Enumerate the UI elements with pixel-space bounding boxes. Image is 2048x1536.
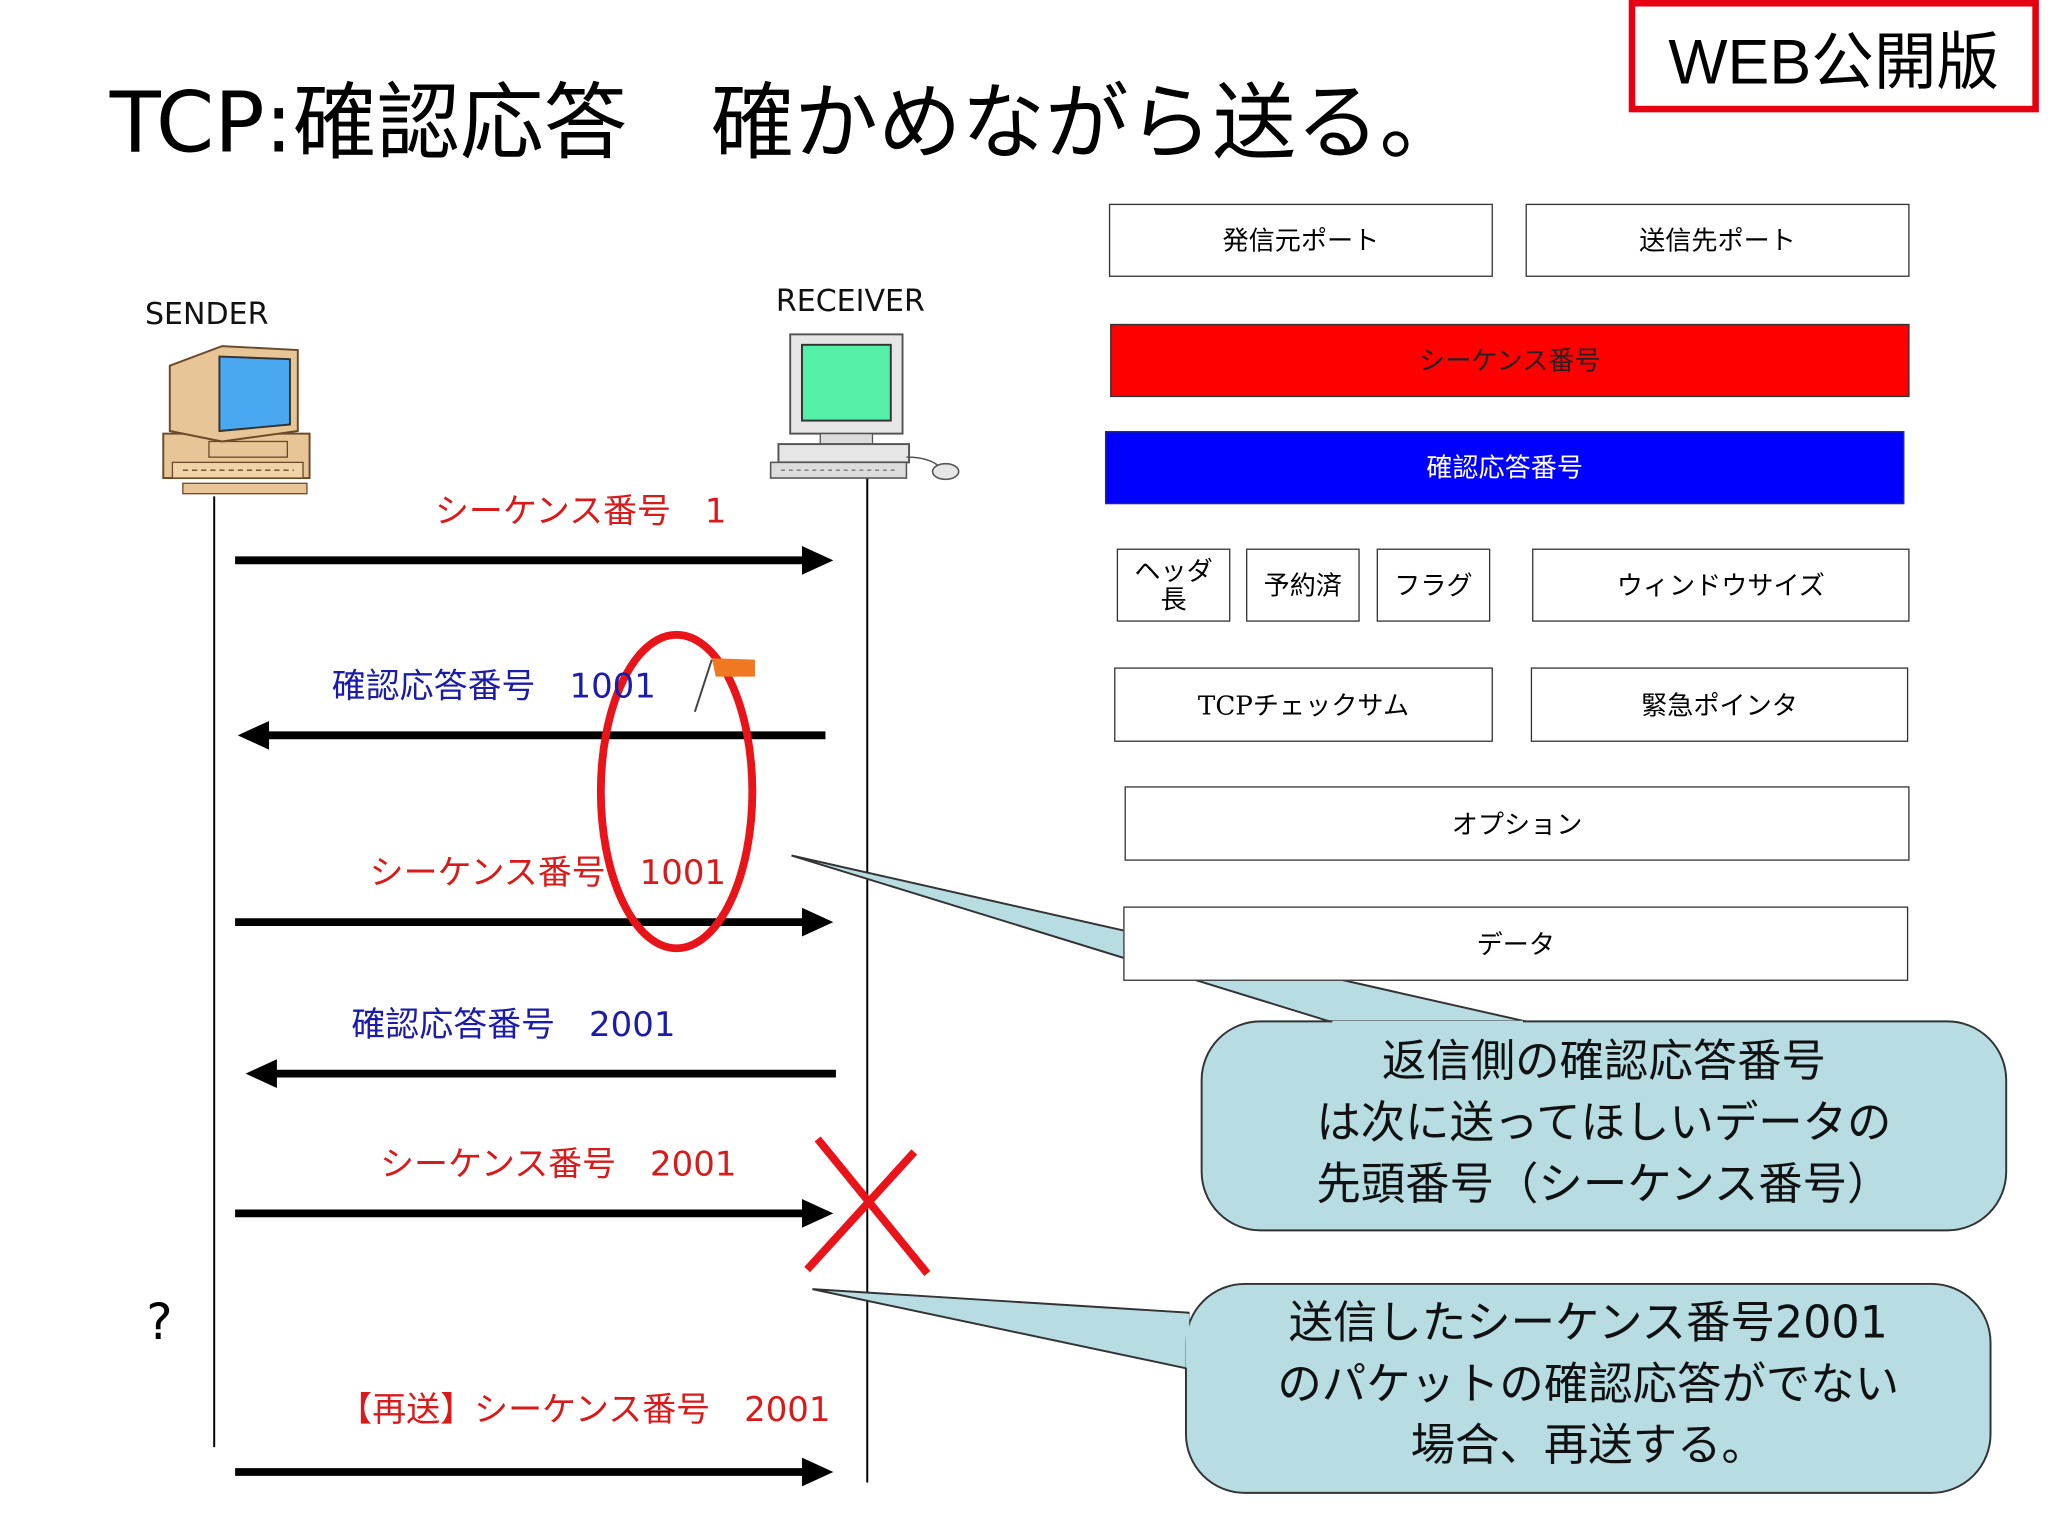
field-ack-number: 確認応答番号 [1104,431,1905,505]
web-version-badge: WEB公開版 [1628,0,2039,113]
message-arrow [235,545,834,575]
message-label: シーケンス番号 1001 [369,854,727,894]
field-destination-port: 送信先ポート [1525,203,1910,277]
field-source-port: 発信元ポート [1108,203,1493,277]
callout-ack-text: 返信側の確認応答番号 は次に送ってほしいデータの 先頭番号（シーケンス番号） [1316,1035,1892,1211]
field-sequence-number: シーケンス番号 [1110,323,1910,398]
field-checksum: TCPチェックサム [1114,667,1493,742]
field-urgent-pointer: 緊急ポインタ [1530,667,1909,742]
web-version-badge-text: WEB公開版 [1668,28,2000,98]
message-arrow [235,1457,834,1487]
callout-resend-text: 送信したシーケンス番号2001 のパケットの確認応答がでない 場合、再送する。 [1277,1296,1900,1472]
pen-mark-icon [693,658,755,713]
sender-label: SENDER [144,297,269,332]
page-title: TCP:確認応答 確かめながら送る。 [109,75,1464,173]
message-arrow [235,907,834,937]
message-arrow [237,720,826,750]
message-arrow [245,1059,836,1088]
callout-bubble-resend [812,1282,1992,1494]
field-window-size: ウィンドウサイズ [1532,548,1910,622]
receiver-label: RECEIVER [775,284,925,319]
field-options: オプション [1124,786,1910,861]
message-label: 【再送】シーケンス番号 2001 [338,1391,831,1431]
message-arrow [235,1199,834,1228]
message-label: シーケンス番号 2001 [380,1145,737,1185]
message-label: シーケンス番号 1 [434,492,727,532]
highlight-ellipse [596,630,757,953]
receiver-computer-icon [769,333,960,481]
message-label: 確認応答番号 2001 [351,1005,676,1045]
field-flags: フラグ [1376,548,1491,622]
question-mark: ? [146,1293,173,1351]
field-data: データ [1123,906,1909,981]
packet-loss-x-icon [804,1136,931,1276]
sender-computer-icon [162,345,311,495]
message-label: 確認応答番号 1001 [331,667,656,707]
field-reserved: 予約済 [1246,548,1360,622]
field-header-length: ヘッダ 長 [1116,548,1231,622]
